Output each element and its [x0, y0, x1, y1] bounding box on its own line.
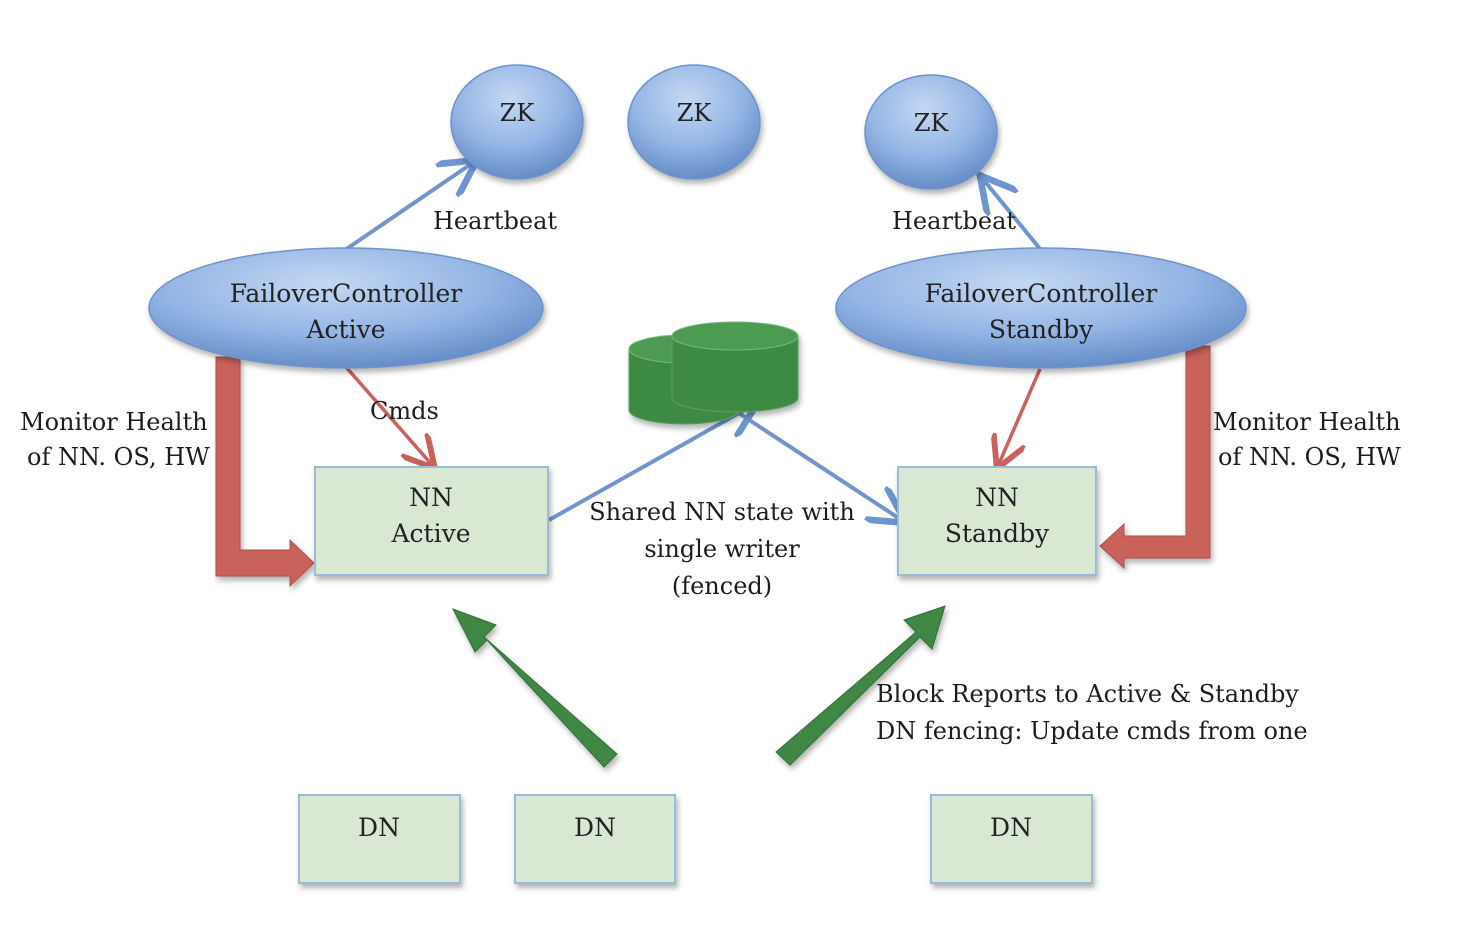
zk-node-left: ZK — [450, 64, 584, 180]
shared-state-arrow-standby — [723, 402, 903, 521]
zk-label: ZK — [914, 109, 950, 137]
failover-controller-standby: FailoverController Standby — [835, 247, 1247, 369]
dn-label: DN — [990, 813, 1032, 842]
monitor-label-left-line2: of NN. OS, HW — [27, 443, 210, 471]
cmds-arrow-standby — [998, 368, 1042, 466]
block-report-arrow-standby — [775, 605, 946, 766]
heartbeat-label-left: Heartbeat — [433, 207, 557, 235]
nn-active-line1: NN — [409, 483, 453, 512]
fc-active-line1: FailoverController — [230, 279, 463, 308]
dn-label: DN — [574, 813, 616, 842]
zk-node-right: ZK — [864, 74, 998, 190]
fc-standby-line2: Standby — [989, 315, 1094, 344]
block-reports-label-line1: Block Reports to Active & Standby — [876, 680, 1299, 708]
nn-standby-line1: NN — [975, 483, 1019, 512]
fc-standby-line1: FailoverController — [925, 279, 1158, 308]
datanode-2: DN — [514, 794, 676, 884]
monitor-label-left-line1: Monitor Health — [20, 408, 208, 436]
cmds-label: Cmds — [370, 397, 439, 425]
shared-state-arrow-active — [548, 404, 755, 522]
failover-controller-active: FailoverController Active — [148, 247, 544, 369]
block-reports-label-line2: DN fencing: Update cmds from one — [876, 717, 1308, 745]
monitor-label-right-line1: Monitor Health — [1213, 408, 1401, 436]
shared-state-label-line3: (fenced) — [672, 572, 772, 600]
zk-node-middle: ZK — [627, 64, 761, 180]
shared-state-label-line1: Shared NN state with — [589, 498, 855, 526]
monitor-arrow-left — [215, 356, 315, 588]
monitor-arrow-right — [1099, 345, 1211, 570]
fc-active-line2: Active — [305, 315, 385, 344]
nn-standby-line2: Standby — [945, 519, 1050, 548]
zk-label: ZK — [677, 99, 713, 127]
heartbeat-arrow-right — [982, 178, 1043, 252]
dn-label: DN — [358, 813, 400, 842]
nn-active-line2: Active — [390, 519, 470, 548]
datanode-1: DN — [298, 794, 461, 884]
namenode-standby: NN Standby — [897, 466, 1097, 576]
cmds-arrow-active — [344, 365, 433, 466]
shared-state-label-line2: single writer — [644, 535, 800, 563]
zk-label: ZK — [500, 99, 536, 127]
block-report-arrow-active — [451, 608, 618, 768]
shared-storage-icon — [628, 321, 799, 425]
heartbeat-label-right: Heartbeat — [892, 207, 1016, 235]
namenode-active: NN Active — [314, 466, 549, 576]
heartbeat-arrow-left — [343, 162, 474, 252]
datanode-3: DN — [930, 794, 1093, 884]
monitor-label-right-line2: of NN. OS, HW — [1218, 443, 1401, 471]
